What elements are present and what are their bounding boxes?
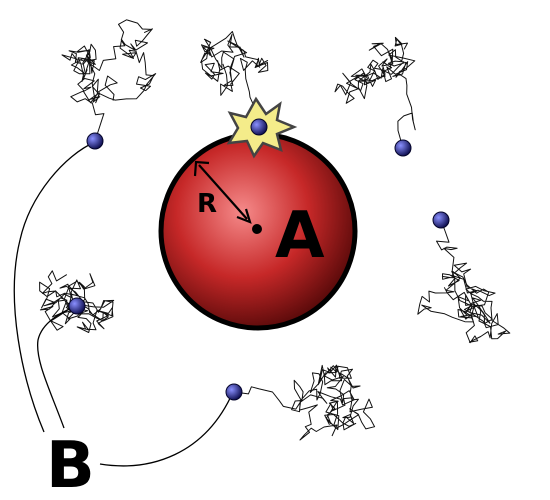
particle-icon	[86, 132, 104, 150]
pointer-line-2	[36, 305, 77, 429]
particle-icon	[250, 118, 268, 136]
random-walk-path	[334, 36, 416, 149]
particle-icon	[432, 211, 450, 229]
particle-icon	[68, 297, 86, 315]
particle-icon	[394, 139, 412, 157]
pointer-line-3	[99, 391, 234, 467]
radius-label: R	[197, 189, 217, 219]
random-walk-path	[61, 19, 157, 142]
particles-b	[68, 118, 450, 401]
random-walk-path	[200, 31, 269, 128]
random-walk-path	[417, 219, 511, 344]
pointer-line-1	[13, 141, 96, 433]
random-walk-path	[39, 270, 115, 333]
sphere-center	[252, 224, 262, 234]
radius-arrow	[193, 160, 262, 234]
sphere-label: A	[275, 199, 325, 273]
random-walk-trajectories	[39, 19, 511, 441]
particles-label: B	[46, 429, 95, 500]
particle-icon	[225, 383, 243, 401]
random-walk-path	[233, 364, 376, 441]
